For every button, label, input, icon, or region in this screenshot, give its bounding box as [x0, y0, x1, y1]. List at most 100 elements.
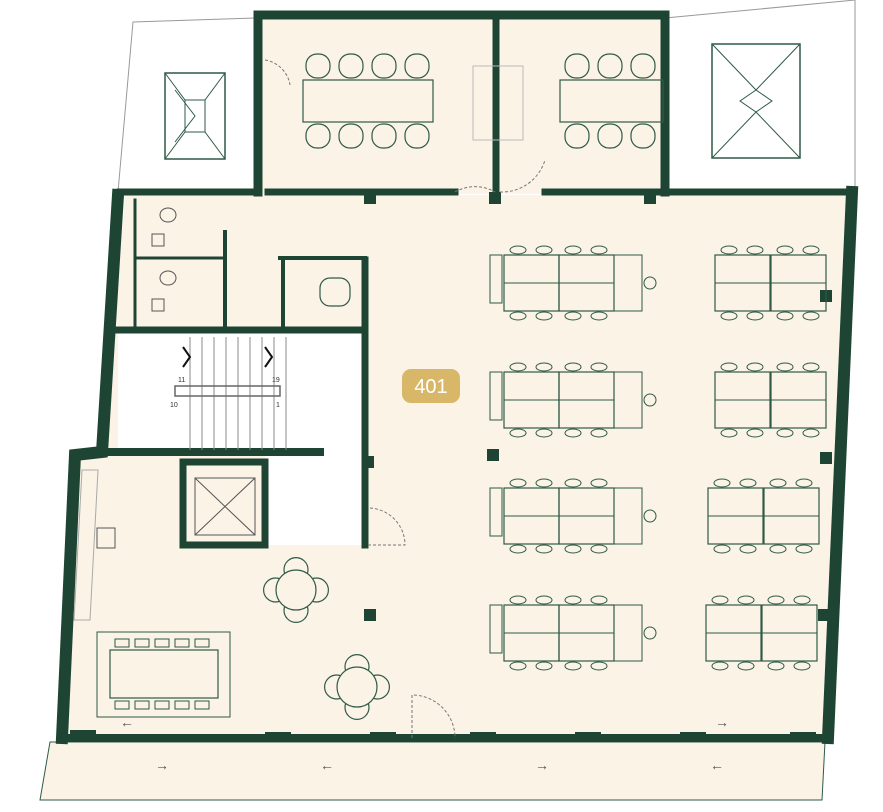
- chair-icon: [720, 311, 738, 321]
- stair-label: 19: [272, 377, 280, 384]
- toilet-icon: [159, 207, 177, 223]
- column: [265, 732, 291, 742]
- stair-direction-arrow: [182, 346, 274, 368]
- chair-icon: [802, 362, 820, 372]
- chair-icon: [404, 123, 430, 149]
- chair-icon: [174, 700, 190, 710]
- door-swing: [499, 159, 546, 193]
- chair-icon: [564, 661, 582, 671]
- direction-arrow-icon: →: [155, 757, 169, 773]
- chair-icon: [509, 478, 527, 488]
- chair-icon: [737, 661, 755, 671]
- chair-icon: [776, 245, 794, 255]
- meeting-room-floor: [258, 18, 665, 194]
- chair-icon: [739, 478, 757, 488]
- column: [680, 732, 706, 742]
- chair-icon: [404, 53, 430, 79]
- chair-icon: [134, 700, 150, 710]
- chair-icon: [509, 544, 527, 554]
- chair-icon: [590, 595, 608, 605]
- chair-icon: [535, 311, 553, 321]
- stair-label: 1: [276, 402, 280, 409]
- chair-icon: [564, 544, 582, 554]
- chair-icon: [630, 123, 656, 149]
- chair-icon: [338, 53, 364, 79]
- chair-icon: [509, 661, 527, 671]
- sink-icon: [96, 527, 116, 549]
- side-table: [613, 254, 643, 312]
- round-table: [275, 569, 317, 611]
- chair-icon: [746, 245, 764, 255]
- chair-icon: [564, 123, 590, 149]
- door-swing: [454, 186, 496, 193]
- wall: [179, 458, 269, 549]
- column: [364, 609, 376, 621]
- column: [470, 732, 496, 742]
- dining-table: [109, 649, 219, 699]
- chair-icon: [711, 595, 729, 605]
- stair-handrail: [174, 385, 281, 397]
- storage-unit: [489, 487, 503, 537]
- chair-icon: [194, 638, 210, 648]
- meeting-table: [302, 79, 434, 123]
- column: [370, 732, 396, 742]
- chair-icon: [590, 478, 608, 488]
- chair-icon: [590, 428, 608, 438]
- skylight-right: [711, 43, 801, 159]
- chair-icon: [114, 700, 130, 710]
- wall: [133, 198, 227, 327]
- wall: [55, 188, 125, 745]
- column: [487, 449, 499, 461]
- column: [790, 732, 816, 742]
- chair-icon: [776, 428, 794, 438]
- chair-icon: [564, 245, 582, 255]
- lift-lobby: [265, 420, 363, 545]
- chair-icon: [643, 393, 657, 407]
- stair-label: 11: [178, 377, 185, 384]
- chair-icon: [802, 311, 820, 321]
- round-table: [336, 666, 378, 708]
- chair-icon: [590, 362, 608, 372]
- side-table: [613, 371, 643, 429]
- chair-icon: [371, 53, 397, 79]
- chair-icon: [535, 428, 553, 438]
- meeting-table: [559, 79, 664, 123]
- storage-unit: [489, 604, 503, 654]
- unit-badge[interactable]: 401: [402, 369, 460, 403]
- chair-icon: [793, 661, 811, 671]
- chair-icon: [509, 428, 527, 438]
- chair-icon: [597, 123, 623, 149]
- chair-icon: [564, 478, 582, 488]
- side-table: [613, 487, 643, 545]
- chair-icon: [720, 362, 738, 372]
- wall: [223, 230, 367, 327]
- direction-arrow-icon: ←: [120, 714, 134, 730]
- lift-icon: [194, 477, 256, 536]
- chair-icon: [643, 276, 657, 290]
- chair-icon: [711, 661, 729, 671]
- chair-icon: [174, 638, 190, 648]
- chair-icon: [134, 638, 150, 648]
- column: [818, 609, 830, 621]
- chair-icon: [509, 595, 527, 605]
- walls: [55, 10, 859, 745]
- chair-icon: [776, 362, 794, 372]
- skylight-left: [164, 72, 226, 160]
- column: [70, 730, 96, 740]
- chair-icon: [305, 123, 331, 149]
- storage-unit: [489, 254, 503, 304]
- chair-icon: [713, 544, 731, 554]
- chair-icon: [769, 544, 787, 554]
- chair-icon: [630, 53, 656, 79]
- chair-icon: [597, 53, 623, 79]
- chair-icon: [338, 123, 364, 149]
- column: [364, 192, 376, 204]
- chair-icon: [590, 245, 608, 255]
- chair-icon: [643, 509, 657, 523]
- rug: [96, 631, 231, 718]
- column: [820, 452, 832, 464]
- terrace-right: [664, 0, 856, 191]
- chair-icon: [746, 362, 764, 372]
- chair-icon: [739, 544, 757, 554]
